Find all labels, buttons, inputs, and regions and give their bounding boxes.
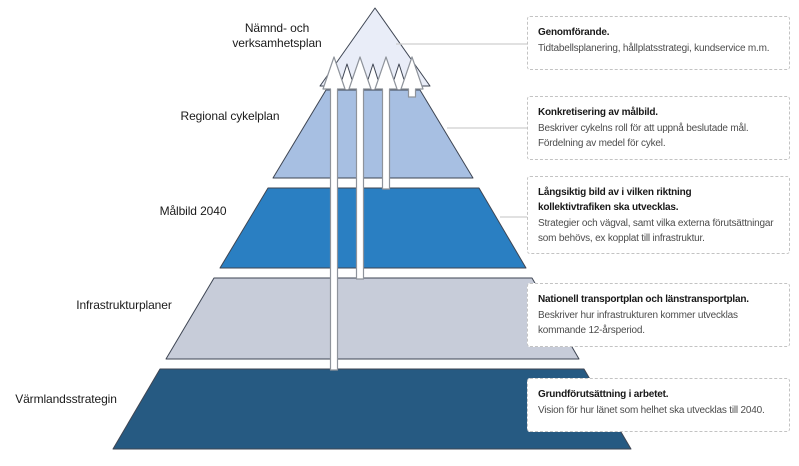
annotation-title: Genomförande. bbox=[538, 27, 610, 38]
annotation-box-langsiktig-bild: Långsiktig bild av i vilken riktning kol… bbox=[527, 176, 790, 254]
layer-label-malbild-2040: Målbild 2040 bbox=[159, 204, 227, 218]
up-arrow-from-malbild-2040 bbox=[374, 56, 398, 190]
annotation-title: Konkretisering av målbild. bbox=[538, 107, 658, 118]
annotation-body: Strategier och vägval, samt vilka extern… bbox=[538, 218, 774, 244]
pyramid-layer-varmlandsstrategin bbox=[112, 368, 632, 450]
annotation-box-genomforande: Genomförande. Tidtabellsplanering, hållp… bbox=[527, 16, 790, 70]
layer-label-varmlandsstrategin: Värmlandsstrategin bbox=[15, 392, 117, 406]
annotation-title: Nationell transportplan och länstranspor… bbox=[538, 294, 749, 305]
up-arrow-from-varmlandsstrategin bbox=[322, 56, 346, 371]
annotation-body: Beskriver hur infrastrukturen kommer utv… bbox=[538, 310, 738, 336]
layer-label-namnd-och-verksamhetsplan: Nämnd- och verksamhetsplan bbox=[232, 21, 322, 50]
annotation-box-nationell-transportplan: Nationell transportplan och länstranspor… bbox=[527, 283, 790, 347]
annotation-box-konkretisering: Konkretisering av målbild. Beskriver cyk… bbox=[527, 96, 790, 160]
annotation-body: Beskriver cykelns roll för att uppnå bes… bbox=[538, 123, 749, 149]
pyramid-layer-malbild-2040 bbox=[219, 187, 527, 269]
annotation-title: Långsiktig bild av i vilken riktning kol… bbox=[538, 187, 692, 213]
annotation-box-grundforutsattning: Grundförutsättning i arbetet. Vision för… bbox=[527, 378, 790, 432]
annotation-body: Tidtabellsplanering, hållplatsstrategi, … bbox=[538, 43, 770, 54]
up-arrow-from-infrastrukturplaner bbox=[348, 56, 372, 280]
pyramid-layer-infrastrukturplaner bbox=[165, 277, 580, 360]
up-arrow-from-regional-cykelplan bbox=[400, 56, 424, 98]
annotation-body: Vision för hur länet som helhet ska utve… bbox=[538, 405, 765, 416]
pyramid-layer-regional-cykelplan bbox=[272, 89, 474, 179]
layer-label-regional-cykelplan: Regional cykelplan bbox=[180, 109, 280, 123]
annotation-title: Grundförutsättning i arbetet. bbox=[538, 389, 669, 400]
layer-label-infrastrukturplaner: Infrastrukturplaner bbox=[76, 298, 172, 312]
